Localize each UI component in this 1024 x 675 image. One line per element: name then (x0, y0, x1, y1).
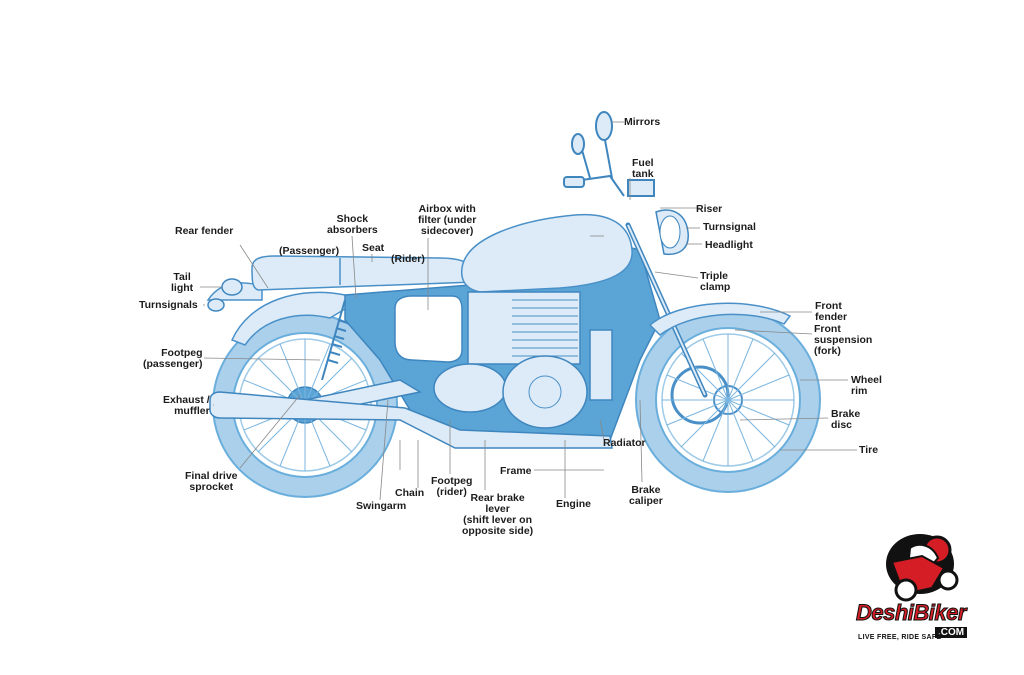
front-fender (648, 302, 792, 336)
label-turnsignals: Turnsignals (139, 299, 198, 311)
logo-domain-suffix: .COM (935, 627, 968, 638)
side-cover (394, 295, 463, 363)
label-brake-caliper: Brake caliper (629, 484, 663, 507)
label-radiator: Radiator (603, 437, 646, 449)
label-shock-absorbers: Shock absorbers (327, 213, 378, 236)
front-wheel (635, 307, 821, 493)
label-riser: Riser (696, 203, 723, 215)
label-tire: Tire (859, 444, 879, 456)
label-wheel-rim: Wheel rim (851, 374, 882, 397)
label-rider: (Rider) (391, 253, 425, 265)
logo-brand-name: DeshiBiker (856, 600, 967, 626)
label-tail-light: Tail light (171, 271, 194, 294)
label-exhaust-muffler: Exhaust / muffler (163, 394, 210, 417)
label-rear-fender: Rear fender (175, 225, 234, 237)
label-airbox: Airbox with filter (under sidecover) (418, 203, 477, 237)
label-engine: Engine (556, 498, 592, 510)
label-front-suspension: Front suspension (fork) (814, 323, 873, 357)
seat (251, 255, 475, 291)
label-turnsignal: Turnsignal (703, 221, 756, 233)
label-rear-brake-lever: Rear brake lever (shift lever on opposit… (462, 492, 534, 537)
radiator (589, 329, 613, 401)
tail-light (221, 278, 243, 296)
deshibiker-logo-icon (886, 534, 959, 602)
label-mirrors: Mirrors (624, 116, 661, 128)
fuel-tank (460, 213, 633, 293)
handlebar (563, 111, 655, 197)
label-final-drive-sprocket: Final drive sprocket (185, 470, 238, 493)
label-passenger: (Passenger) (279, 245, 340, 257)
exhaust (209, 391, 613, 449)
label-seat: Seat (362, 242, 385, 254)
label-swingarm: Swingarm (356, 500, 407, 512)
label-triple-clamp: Triple clamp (700, 270, 731, 293)
logo-tagline: LIVE FREE, RIDE SAFE (858, 634, 942, 641)
engine (433, 291, 588, 429)
label-footpeg-rider: Footpeg (rider) (431, 475, 473, 498)
label-frame: Frame (500, 465, 532, 477)
label-headlight: Headlight (705, 239, 753, 251)
label-chain: Chain (395, 487, 425, 499)
shock-absorber (321, 299, 349, 381)
rear-turnsignal (207, 298, 225, 312)
label-brake-disc: Brake disc (831, 408, 861, 431)
label-front-fender: Front fender (815, 300, 848, 323)
label-fuel-tank: Fuel tank (632, 157, 654, 180)
leader-lines (200, 121, 857, 501)
label-footpeg-passenger: Footpeg (passenger) (143, 347, 203, 370)
